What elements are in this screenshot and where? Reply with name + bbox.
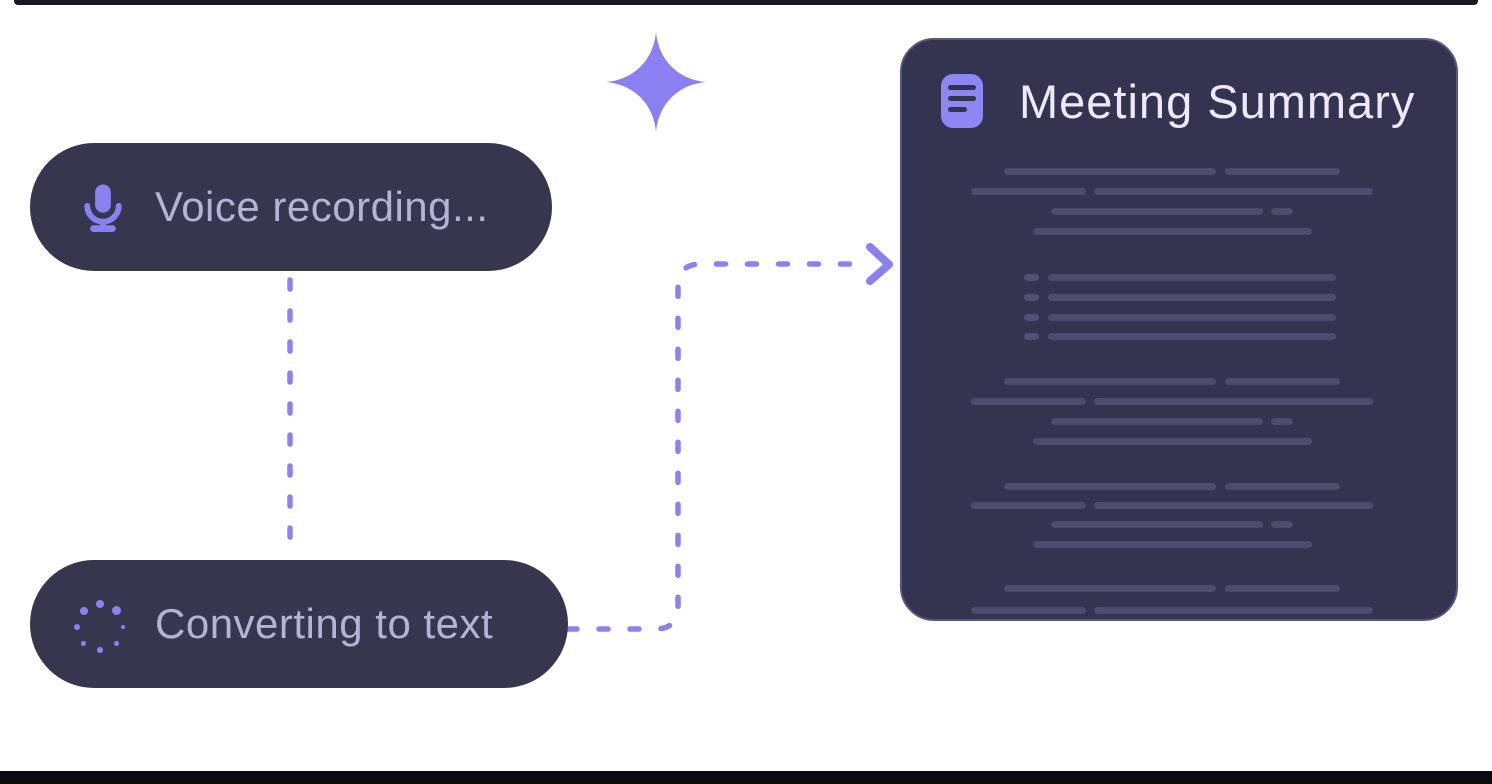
skeleton-line bbox=[1004, 483, 1216, 490]
spinner-dot bbox=[79, 606, 88, 615]
bottom-edge-strip bbox=[0, 771, 1492, 784]
skeleton-line bbox=[1004, 585, 1216, 592]
voice-recording-label: Voice recording... bbox=[155, 183, 489, 230]
skeleton-line bbox=[1094, 188, 1373, 195]
skeleton-line bbox=[1048, 274, 1336, 281]
summary-card-skeleton bbox=[902, 40, 1456, 619]
skeleton-line bbox=[1033, 541, 1312, 548]
skeleton-line bbox=[1051, 208, 1263, 215]
skeleton-line bbox=[1048, 314, 1336, 321]
skeleton-line bbox=[1225, 168, 1340, 175]
arrowhead-icon bbox=[866, 243, 893, 285]
spinner-dot bbox=[120, 624, 126, 630]
skeleton-line bbox=[1094, 398, 1373, 405]
meeting-summary-card: Meeting Summary bbox=[900, 38, 1458, 621]
top-edge-strip bbox=[14, 0, 1478, 5]
skeleton-line bbox=[1004, 168, 1216, 175]
summary-card-header: Meeting Summary bbox=[941, 74, 1415, 128]
skeleton-line bbox=[1271, 418, 1293, 425]
skeleton-line bbox=[1051, 418, 1263, 425]
skeleton-line bbox=[1004, 378, 1216, 385]
skeleton-bullet bbox=[1024, 294, 1039, 301]
skeleton-line bbox=[1051, 521, 1263, 528]
skeleton-line bbox=[971, 607, 1086, 614]
skeleton-line bbox=[1225, 585, 1340, 592]
spinner-dot bbox=[97, 647, 103, 653]
skeleton-bullet bbox=[1024, 274, 1039, 281]
summary-card-title: Meeting Summary bbox=[1019, 74, 1416, 128]
skeleton-line bbox=[971, 502, 1086, 509]
spinner-icon bbox=[72, 599, 128, 655]
spinner-dot bbox=[73, 623, 81, 631]
converting-pill: Converting to text bbox=[30, 560, 568, 688]
skeleton-line bbox=[1094, 502, 1373, 509]
converting-label: Converting to text bbox=[155, 600, 494, 647]
skeleton-line bbox=[1271, 208, 1293, 215]
skeleton-bullet bbox=[1024, 333, 1039, 340]
spinner-dot bbox=[81, 640, 87, 646]
skeleton-line bbox=[1225, 483, 1340, 490]
voice-recording-pill: Voice recording... bbox=[30, 143, 552, 271]
microphone-icon bbox=[76, 180, 130, 234]
spinner-dot bbox=[95, 599, 105, 609]
skeleton-line bbox=[971, 188, 1086, 195]
skeleton-line bbox=[1048, 294, 1336, 301]
skeleton-line bbox=[1094, 607, 1373, 614]
skeleton-line bbox=[971, 398, 1086, 405]
skeleton-line bbox=[1225, 378, 1340, 385]
skeleton-line bbox=[1033, 438, 1312, 445]
document-icon bbox=[941, 74, 983, 128]
skeleton-line bbox=[1048, 333, 1336, 340]
connector-converting-to-summary bbox=[565, 261, 869, 632]
skeleton-bullet bbox=[1024, 314, 1039, 321]
spinner-dot bbox=[113, 640, 119, 646]
sparkle-icon bbox=[606, 32, 706, 132]
skeleton-line bbox=[1271, 521, 1293, 528]
spinner-dot bbox=[111, 606, 121, 616]
skeleton-line bbox=[1033, 228, 1312, 235]
